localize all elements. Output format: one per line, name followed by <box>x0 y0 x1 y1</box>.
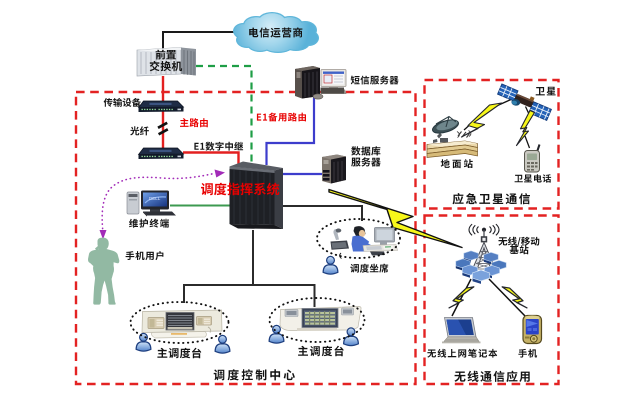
svg-text:DΕLL: DΕLL <box>149 196 161 201</box>
